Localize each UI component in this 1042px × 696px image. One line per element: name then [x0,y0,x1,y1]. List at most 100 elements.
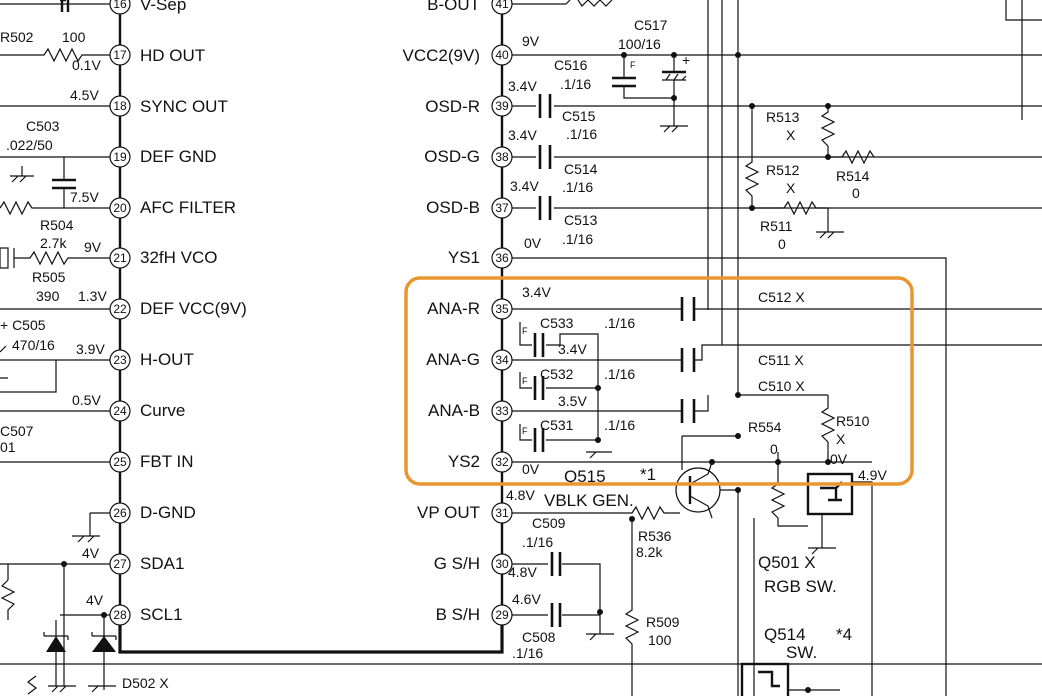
pin-num-33: 33 [495,404,509,418]
pin-label-38: OSD-G [424,147,480,166]
pin-num-25: 25 [113,455,127,469]
pin-num-21: 21 [113,251,127,265]
label-3.4v-osdr: 3.4V [508,78,537,94]
pin-label-36: YS1 [448,248,480,267]
label-film-f: F [630,60,636,70]
label-c512: C512 X [758,289,805,305]
left-pin-rings [109,0,131,626]
label-r502: R502 [0,29,34,45]
pin-num-27: 27 [113,557,127,571]
label-0.5v-left: 0.5V [72,392,101,408]
label-c503: C503 [26,118,60,134]
pin-label-33: ANA-B [428,401,480,420]
label-r554-val: 0 [770,441,778,457]
label-4.8v-gsh: 4.8V [508,564,537,580]
pin-num-31: 31 [495,506,509,520]
pin-num-18: 18 [113,99,127,113]
label-d502: D502 X [122,675,169,691]
label-c516: C516 [554,57,588,73]
label-r510-val: X [836,431,846,447]
pin-label-28: SCL1 [140,605,183,624]
label-c514-val: .1/16 [562,179,593,195]
highlight-box [404,276,914,486]
label-c515-val: .1/16 [566,126,597,142]
pin-num-17: 17 [113,48,127,62]
label-q514-desc: SW. [786,643,817,662]
label-4v-scl: 4V [86,592,104,608]
label-c513: C513 [564,212,598,228]
label-r513-val: X [786,127,796,143]
left-pin-labels: V-Sep HD OUT SYNC OUT DEF GND AFC FILTER… [140,0,247,624]
pin-label-19: DEF GND [140,147,217,166]
right-pin-labels: B-OUT VCC2(9V) OSD-R OSD-G OSD-B YS1 ANA… [403,0,480,624]
right-pin-rings [491,0,513,626]
pin-num-35: 35 [495,302,509,316]
label-3.9v: 3.9V [76,341,105,357]
label-q501: Q501 X [758,553,816,572]
left-pin-numbers: 16 17 18 19 20 21 22 23 24 25 26 27 28 [113,0,127,622]
pin-label-41: B-OUT [427,0,480,14]
label-3.5v: 3.5V [558,393,587,409]
label-c507: C507 [0,423,34,439]
label-9v-right: 9V [522,33,540,49]
label-film-f-533: F [522,326,528,336]
label-c503-val: .022/50 [6,137,53,153]
pin-label-22: DEF VCC(9V) [140,299,247,318]
label-4.6v: 4.6V [512,591,541,607]
label-r536: R536 [638,528,672,544]
label-3.4v-anar: 3.4V [522,284,551,300]
label-r502-val: 100 [62,29,86,45]
label-r513: R513 [766,109,800,125]
pin-label-26: D-GND [140,503,196,522]
label-r536-val: 8.2k [636,544,663,560]
pin-num-40: 40 [495,48,509,62]
label-r509-val: 100 [648,632,672,648]
label-c515: C515 [562,108,596,124]
label-4.8v-vp: 4.8V [506,487,535,503]
label-r510: R510 [836,413,870,429]
label-0v-r510: 0V [830,451,848,467]
pin-num-37: 37 [495,201,509,215]
label-c531-val: .1/16 [604,417,635,433]
label-c514: C514 [564,161,598,177]
label-c509-val: .1/16 [522,534,553,550]
label-4.5v: 4.5V [70,87,99,103]
pin-label-21: 32fH VCO [140,248,217,267]
pin-num-32: 32 [495,455,509,469]
label-4v-sda: 4V [82,545,100,561]
label-r504-val: 2.7k [40,235,67,251]
pin-label-25: FBT IN [140,452,194,471]
label-0v-ys2: 0V [522,461,540,477]
label-r512-val: X [786,180,796,196]
label-c511: C511 X [758,352,804,368]
pin-num-23: 23 [113,353,127,367]
label-c507-val: 01 [0,439,16,455]
label-c509: C509 [532,515,566,531]
pin-label-40: VCC2(9V) [403,46,480,65]
label-0.1v: 0.1V [72,57,101,73]
ic-bottom-bus [118,614,504,654]
pin-label-18: SYNC OUT [140,97,228,116]
label-q515-note: *1 [640,465,656,484]
pin-num-20: 20 [113,201,127,215]
label-3.4v-anag: 3.4V [558,341,587,357]
label-4.9v: 4.9V [858,467,887,483]
pin-label-39: OSD-R [425,97,480,116]
label-c513-val: .1/16 [562,231,593,247]
pin-num-34: 34 [495,353,509,367]
label-7.5v: 7.5V [70,189,99,205]
label-c510: C510 X [758,378,805,394]
pin-num-41: 41 [495,0,509,11]
pin-label-24: Curve [140,401,185,420]
pin-num-19: 19 [113,150,127,164]
label-r509: R509 [646,614,680,630]
label-r514-val: 0 [852,185,860,201]
label-c532: C532 [540,366,574,382]
pin-label-30: G S/H [434,554,480,573]
pin-num-28: 28 [113,608,127,622]
pin-label-34: ANA-G [426,350,480,369]
label-c533-val: .1/16 [604,315,635,331]
label-r505-val: 390 [36,288,60,304]
label-r554: R554 [748,419,782,435]
pin-label-32: YS2 [448,452,480,471]
